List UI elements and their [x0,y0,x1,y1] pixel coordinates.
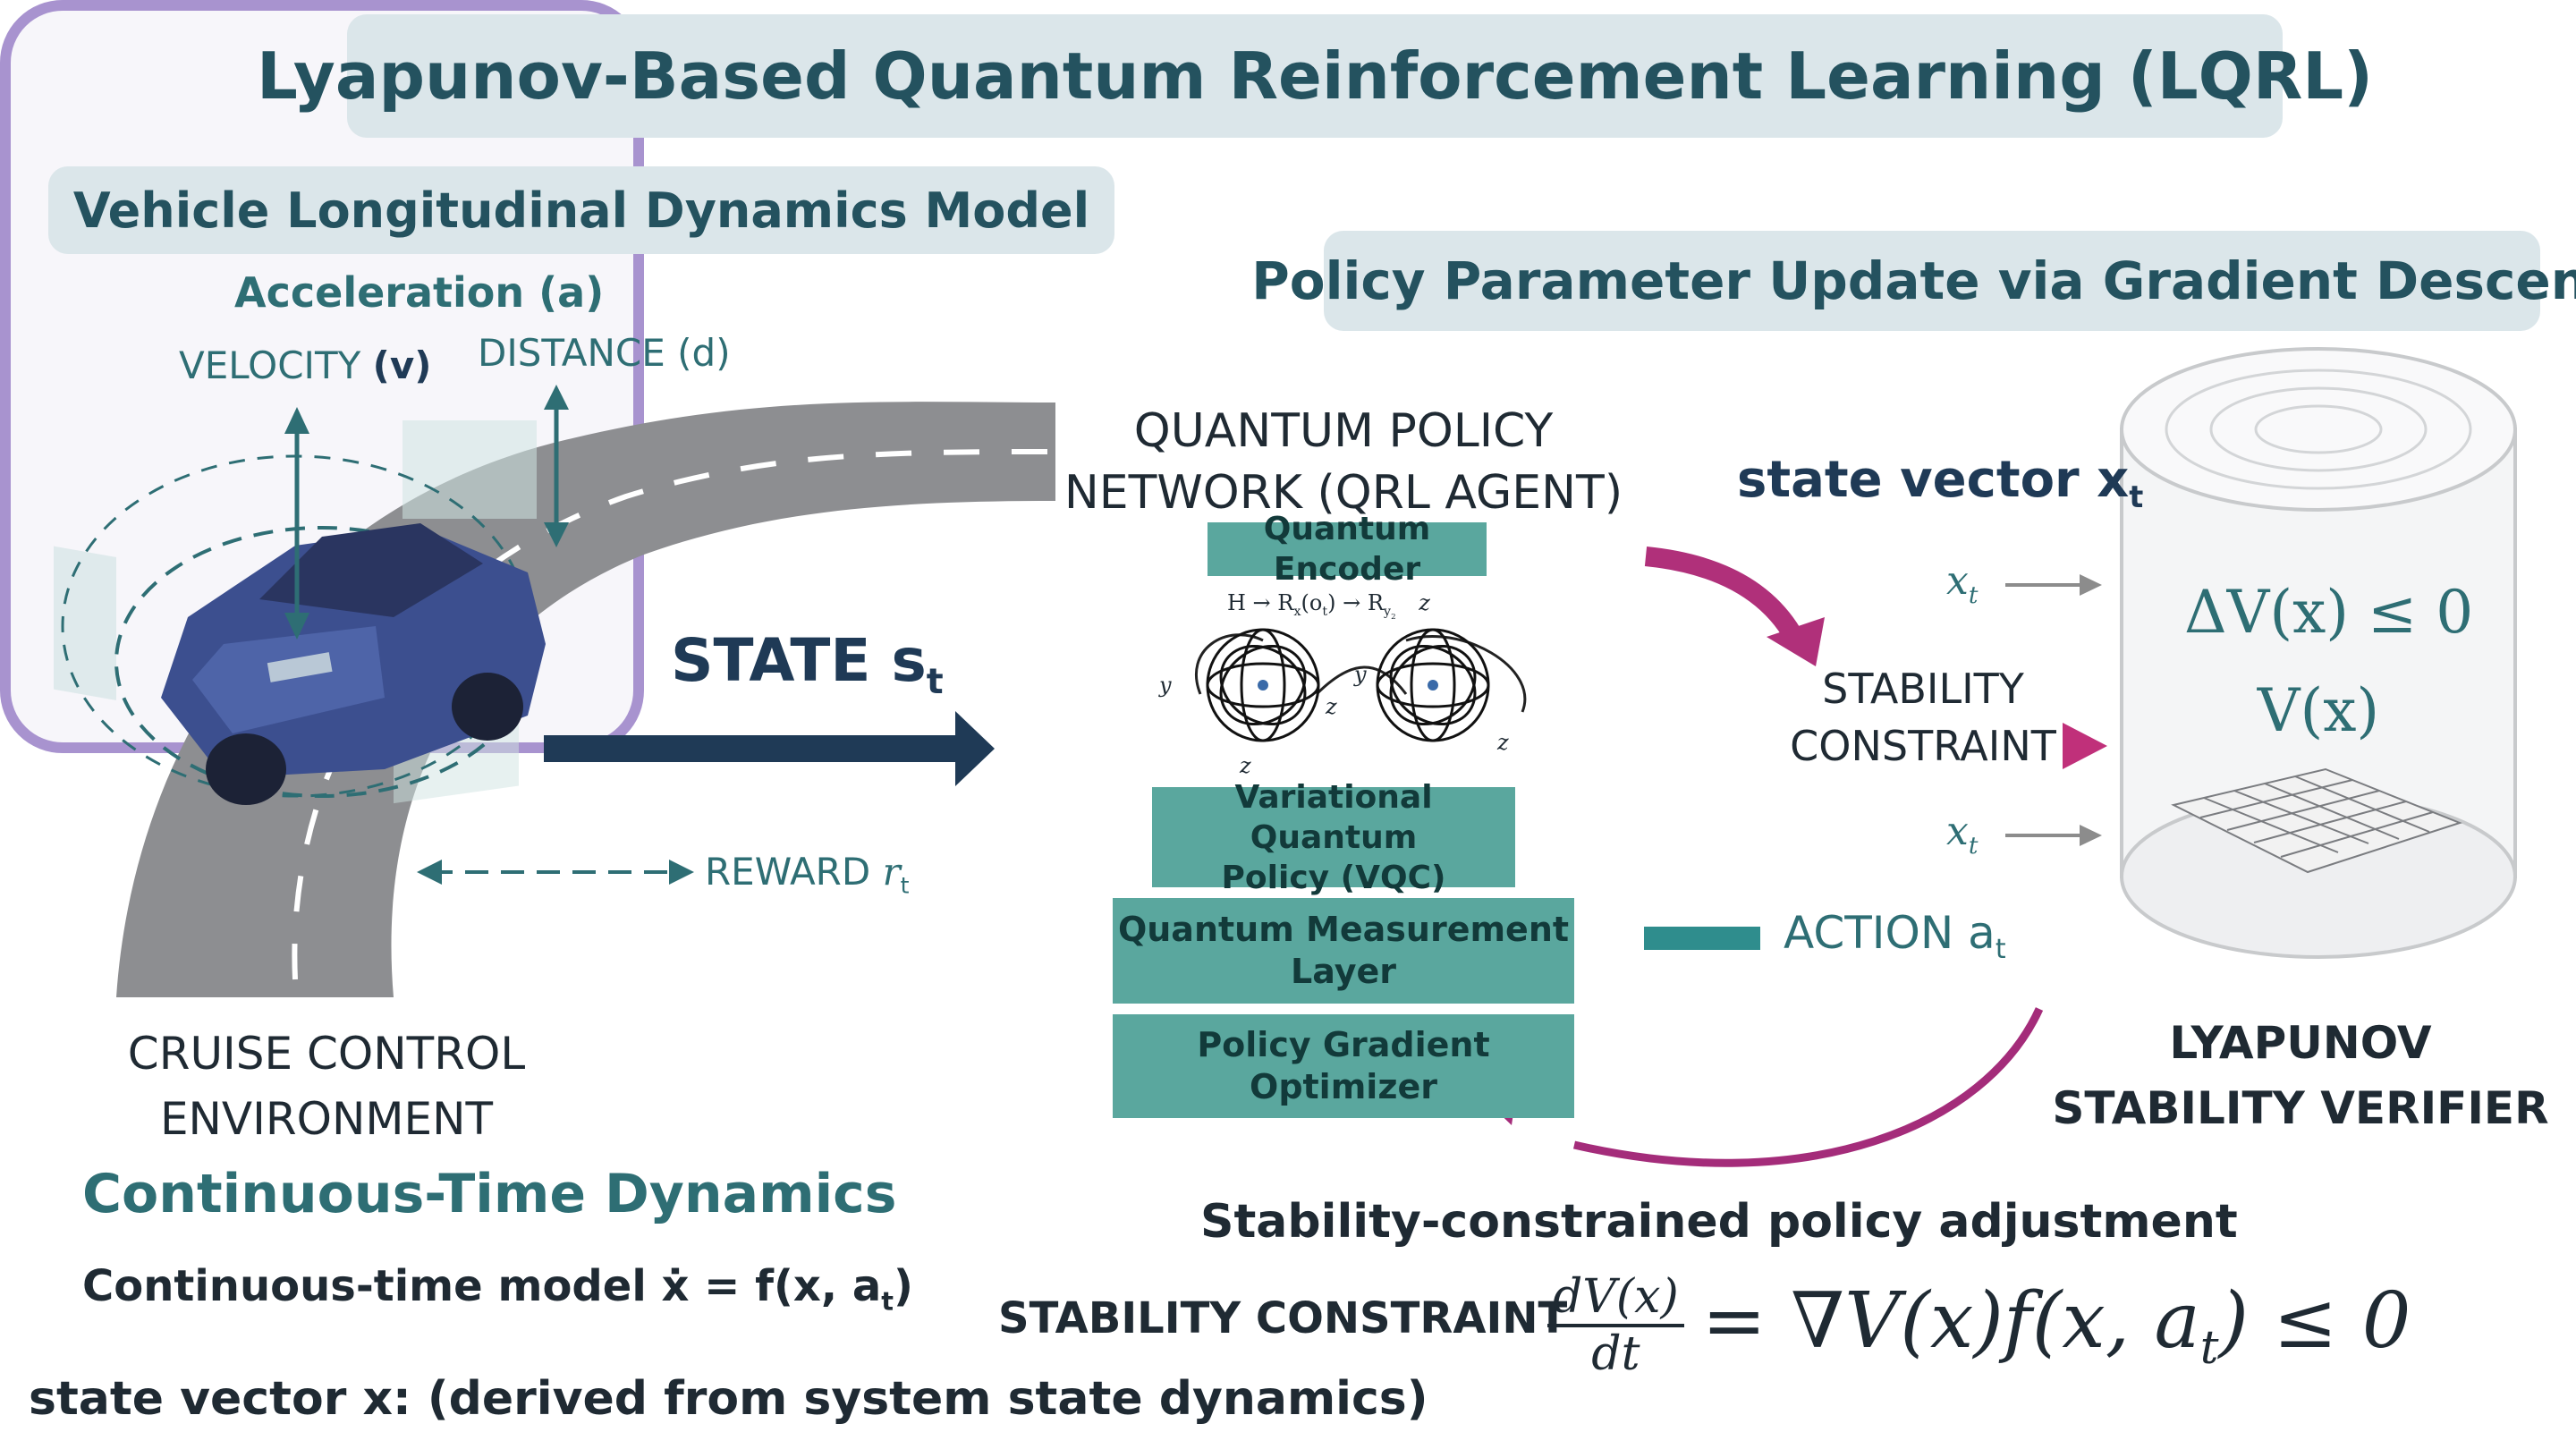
environment-line-2: ENVIRONMENT [159,1092,494,1145]
road-center-dashes [292,449,1056,980]
feedback-arrow [1572,1007,2044,1167]
quantum-encoder-box: Quantum Encoder [1208,511,1487,588]
stability-equation: dV(x) dt = ∇V(x)f(x, at) ≤ 0 [1547,1270,2411,1381]
measurement-layer-box: Quantum Measurement Layer [1113,898,1574,1004]
action-label: ACTION at [1784,907,2006,965]
continuous-dynamics-heading: Continuous-Time Dynamics [82,1163,897,1225]
velocity-symbol: (v) [372,343,432,387]
distance-label: DISTANCE (d) [478,331,731,375]
vqc-line-2: Policy (VQC) [1221,859,1446,896]
reward-text: REWARD [705,850,871,894]
xt-label-top: xt [1946,558,1979,609]
vqc-line-1: Variational Quantum [1234,778,1433,856]
state-to-stability-arrow [1644,547,1807,649]
measurement-line-2: Layer [1291,952,1396,991]
page-title: Lyapunov-Based Quantum Reinforcement Lea… [257,14,2373,138]
equation-numerator: dV(x) [1547,1270,1684,1327]
action-bar [1644,927,1760,950]
verifier-equation-1: ΔV(x) ≤ 0 [2184,578,2474,647]
policy-update-banner: Policy Parameter Update via Gradient Des… [1251,231,2576,331]
circuit-caption: H → Rx(ot) → Ry2 z [1227,590,1430,622]
qpn-title: QUANTUM POLICY NETWORK (QRL AGENT) [1021,401,1665,523]
xt-label-bottom: xt [1946,809,1979,860]
reward-subscript: t [900,872,910,899]
state-vector-label: state vector xt [1737,451,2144,515]
qpn-title-line-1: QUANTUM POLICY [1133,404,1554,458]
measurement-line-1: Quantum Measurement [1117,909,1570,949]
state-text: STATE s [671,626,927,695]
stability-constraint-label: STABILITY CONSTRAINT [1790,665,2056,771]
bloch-spheres [1194,628,1527,742]
equation-rhs: = ∇V(x)f(x, at) ≤ 0 [1701,1275,2411,1376]
quantum-encoder-label: Quantum Encoder [1263,511,1431,588]
lyapunov-cylinder [2120,347,2517,959]
quantum-circuit-figure: H → Rx(ot) → Ry2 z y z y z z [1147,587,1540,784]
acceleration-label: Acceleration (a) [234,268,605,317]
state-label: STATE st [671,626,944,702]
velocity-label: VELOCITY (v) [179,343,431,387]
equation-denominator: dt [1591,1327,1640,1381]
bloch-sphere-right [1376,628,1490,742]
stability-triangle [2063,723,2107,769]
policy-adjustment-caption: Stability-constrained policy adjustment [1200,1195,2238,1249]
state-subscript: t [926,661,944,703]
qpn-title-line-2: NETWORK (QRL AGENT) [1063,465,1623,520]
reward-label: REWARD rt [705,850,910,898]
bloch-sphere-left [1206,628,1320,742]
stability-constraint-equation-label: STABILITY CONSTRAINT [998,1293,1568,1343]
environment-line-1: CRUISE CONTROL [127,1028,526,1080]
lyapunov-verifier-label: LYAPUNOV STABILITY VERIFIER [2052,1017,2549,1134]
axis-z-bottom: z [1240,753,1251,778]
vehicle-dynamics-banner: Vehicle Longitudinal Dynamics Model [48,166,1114,254]
optimizer-line-2: Optimizer [1250,1067,1437,1106]
state-vector-note: state vector x: (derived from system sta… [29,1372,1428,1426]
verifier-equation-2: V(x) [2257,676,2380,745]
optimizer-line-1: Policy Gradient [1197,1024,1490,1064]
axis-y-mid: y [1354,662,1367,687]
equation-fraction: dV(x) dt [1547,1270,1684,1381]
car-illustration [161,523,546,805]
policy-optimizer-box: Policy Gradient Optimizer [1113,1014,1574,1118]
continuous-model-text: Continuous-time model ẋ = f(x, at) [82,1261,913,1317]
state-arrow [544,735,973,762]
environment-label: CRUISE CONTROL ENVIRONMENT [98,1021,555,1151]
axis-y-left: y [1159,673,1172,698]
vqc-box: Variational Quantum Policy (VQC) [1152,779,1515,896]
reward-symbol: r [882,850,901,894]
velocity-text: VELOCITY [179,343,361,387]
axis-z-right: z [1497,730,1509,755]
axis-z-mid: z [1326,694,1337,719]
